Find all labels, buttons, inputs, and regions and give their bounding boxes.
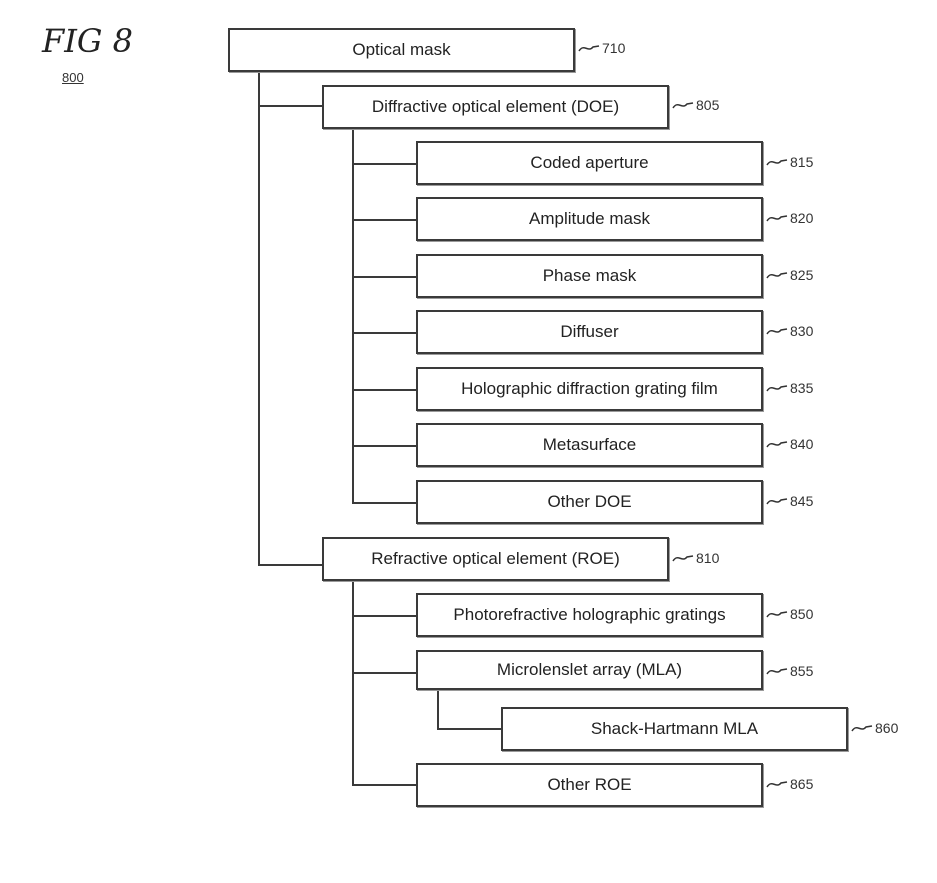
- ref-label: 815: [766, 154, 813, 170]
- ref-label: 865: [766, 776, 813, 792]
- connector-line: [352, 130, 354, 504]
- ref-label: 860: [851, 720, 898, 736]
- leader-squiggle-icon: [766, 385, 788, 392]
- ref-label: 820: [766, 210, 813, 226]
- node-diffuser: Diffuser: [416, 310, 763, 354]
- node-label: Microlenslet array (MLA): [496, 660, 683, 679]
- leader-squiggle-icon: [766, 159, 788, 166]
- connector-line: [352, 276, 418, 278]
- leader-squiggle-icon: [766, 668, 788, 675]
- node-shack-hartmann: Shack-Hartmann MLA: [501, 707, 848, 751]
- leader-squiggle-icon: [766, 498, 788, 505]
- node-label: Diffuser: [560, 322, 619, 341]
- connector-line: [352, 502, 418, 504]
- node-label: Metasurface: [542, 435, 637, 454]
- ref-label: 830: [766, 323, 813, 339]
- ref-label: 845: [766, 493, 813, 509]
- node-coded-aperture: Coded aperture: [416, 141, 763, 185]
- connector-line: [258, 105, 324, 107]
- leader-squiggle-icon: [766, 611, 788, 618]
- node-photorefractive: Photorefractive holographic gratings: [416, 593, 763, 637]
- connector-line: [352, 389, 418, 391]
- connector-line: [352, 163, 418, 165]
- node-label: Other DOE: [547, 492, 632, 511]
- connector-line: [352, 581, 354, 786]
- ref-label: 850: [766, 606, 813, 622]
- leader-squiggle-icon: [766, 328, 788, 335]
- leader-squiggle-icon: [672, 555, 694, 562]
- connector-line: [258, 564, 324, 566]
- node-phase-mask: Phase mask: [416, 254, 763, 298]
- figure-title: FIG 8: [42, 22, 133, 60]
- connector-line: [437, 690, 439, 730]
- node-holographic-film: Holographic diffraction grating film: [416, 367, 763, 411]
- connector-line: [352, 445, 418, 447]
- leader-squiggle-icon: [766, 781, 788, 788]
- connector-line: [258, 72, 260, 566]
- node-label: Shack-Hartmann MLA: [590, 719, 759, 738]
- ref-label: 835: [766, 380, 813, 396]
- node-mla: Microlenslet array (MLA): [416, 650, 763, 690]
- ref-label: 840: [766, 436, 813, 452]
- node-label: Optical mask: [352, 40, 451, 59]
- node-optical-mask: Optical mask: [228, 28, 575, 72]
- ref-label: 855: [766, 663, 813, 679]
- leader-squiggle-icon: [766, 272, 788, 279]
- leader-squiggle-icon: [766, 441, 788, 448]
- connector-line: [352, 332, 418, 334]
- node-label: Coded aperture: [530, 153, 649, 172]
- ref-label: 810: [672, 550, 719, 566]
- node-label: Holographic diffraction grating film: [461, 379, 718, 398]
- ref-label: 825: [766, 267, 813, 283]
- node-metasurface: Metasurface: [416, 423, 763, 467]
- connector-line: [352, 219, 418, 221]
- leader-squiggle-icon: [672, 102, 694, 109]
- leader-squiggle-icon: [851, 725, 873, 732]
- connector-line: [437, 728, 503, 730]
- node-label: Phase mask: [542, 266, 637, 285]
- node-roe: Refractive optical element (ROE): [322, 537, 669, 581]
- connector-line: [352, 615, 418, 617]
- ref-label: 805: [672, 97, 719, 113]
- node-label: Refractive optical element (ROE): [371, 549, 620, 568]
- leader-squiggle-icon: [766, 215, 788, 222]
- node-label: Other ROE: [547, 775, 632, 794]
- node-label: Amplitude mask: [529, 209, 650, 228]
- figure-number: 800: [62, 70, 84, 85]
- ref-label: 710: [578, 40, 625, 56]
- node-amplitude-mask: Amplitude mask: [416, 197, 763, 241]
- connector-line: [352, 672, 418, 674]
- node-label: Photorefractive holographic gratings: [453, 605, 726, 624]
- node-other-roe: Other ROE: [416, 763, 763, 807]
- node-label: Diffractive optical element (DOE): [371, 97, 620, 116]
- connector-line: [352, 784, 418, 786]
- node-doe: Diffractive optical element (DOE): [322, 85, 669, 129]
- node-other-doe: Other DOE: [416, 480, 763, 524]
- leader-squiggle-icon: [578, 45, 600, 52]
